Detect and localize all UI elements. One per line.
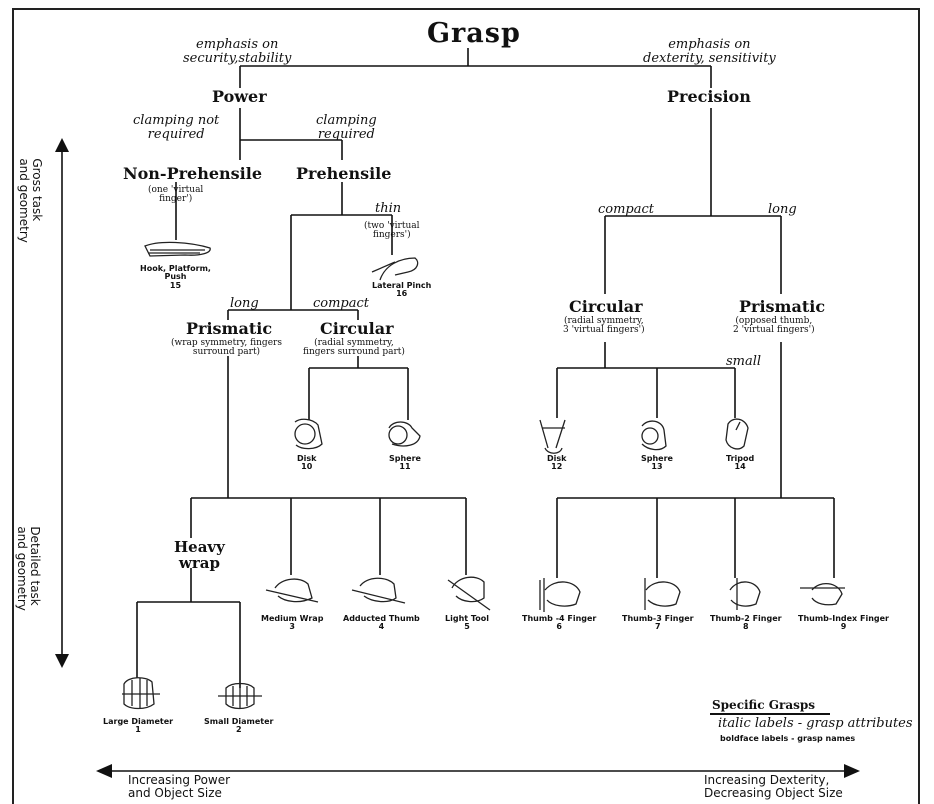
axis-label-power-size: Increasing Power and Object Size (128, 773, 231, 800)
category-non-prehensile: Non-Prehensile (123, 164, 262, 183)
attr-compact-right: compact (598, 202, 655, 217)
hand-medium-wrap-icon (265, 578, 319, 603)
category-prismatic-left: Prismatic (186, 319, 273, 338)
hand-large-diameter-icon (122, 677, 160, 710)
grasp-label-10: Disk 10 (297, 454, 317, 472)
grasp-label-8: Thumb-2 Finger 8 (710, 614, 782, 632)
edge-prismatic-right (556, 342, 835, 578)
edge-heavy-wrap (136, 568, 241, 688)
arrow-right-icon (844, 764, 860, 778)
note-circular-left: (radial symmetry, fingers surround part) (303, 338, 405, 358)
axis-label-detailed: Detailed task and geometry (15, 526, 42, 611)
category-heavy-wrap: Heavy wrap (174, 538, 225, 572)
hand-adducted-thumb-icon (351, 577, 406, 604)
attr-clamping-required: clamping required (316, 113, 377, 142)
grasp-label-11: Sphere 11 (389, 454, 421, 472)
diagram-title: Grasp (427, 18, 521, 49)
grasp-label-6: Thumb -4 Finger 6 (522, 614, 597, 632)
category-prismatic-right: Prismatic (739, 297, 826, 316)
arrow-down-icon (55, 654, 69, 668)
hand-precision-sphere-icon (641, 420, 667, 451)
edge-precision (604, 108, 782, 294)
attr-long-right: long (768, 202, 797, 217)
attr-clamping-not-required: clamping not required (133, 113, 220, 142)
attr-thin: thin (375, 201, 402, 216)
hand-thumb-4-finger-icon (539, 578, 581, 612)
hand-lateral-pinch-icon (371, 257, 419, 281)
category-circular-left: Circular (320, 319, 394, 338)
attr-security: emphasis on security,stability (183, 37, 292, 66)
note-prismatic-right: (opposed thumb, 2 'virtual fingers') (733, 316, 815, 336)
hand-small-diameter-icon (218, 682, 262, 710)
grasp-label-13: Sphere 13 (641, 454, 673, 472)
axis-label-dexterity-size: Increasing Dexterity, Decreasing Object … (704, 773, 843, 800)
edge-root (239, 48, 712, 88)
hand-disk-icon (294, 418, 323, 450)
note-non-prehensile: (one 'virtual finger') (148, 185, 204, 205)
note-prehensile: (two 'virtual fingers') (364, 221, 420, 241)
attr-long-left: long (230, 296, 259, 311)
grasp-label-12: Disk 12 (547, 454, 567, 472)
legend-italic-line: italic labels - grasp attributes (718, 716, 913, 731)
axis-label-gross: Gross task and geometry (17, 158, 44, 243)
category-prehensile: Prehensile (296, 164, 392, 183)
hand-tripod-icon (725, 418, 749, 450)
legend-bold-line: boldface labels - grasp names (720, 734, 856, 743)
grasp-label-2: Small Diameter 2 (204, 717, 274, 735)
arrow-left-icon (96, 764, 112, 778)
hand-thumb-2-finger-icon (729, 578, 761, 610)
hand-hook-icon (144, 241, 211, 257)
hand-light-tool-icon (447, 576, 491, 611)
edge-prismatic-left (190, 356, 467, 575)
edge-long-compact (227, 309, 359, 320)
note-prismatic-left: (wrap symmetry, fingers surround part) (171, 338, 282, 358)
grasp-label-3: Medium Wrap 3 (261, 614, 324, 632)
grasp-label-9: Thumb-Index Finger 9 (798, 614, 889, 632)
grasp-label-14: Tripod 14 (726, 454, 755, 472)
edge-circular-left (308, 356, 409, 420)
grasp-label-1: Large Diameter 1 (103, 717, 174, 735)
edge-prehensile (290, 182, 393, 310)
grasp-label-7: Thumb-3 Finger 7 (622, 614, 694, 632)
category-precision: Precision (667, 87, 751, 106)
attr-small: small (726, 354, 762, 369)
category-power: Power (212, 87, 267, 106)
hand-thumb-3-finger-icon (644, 578, 681, 610)
attr-dexterity: emphasis on dexterity, sensitivity (643, 37, 776, 66)
hand-precision-disk-icon (539, 419, 566, 454)
note-circular-right: (radial symmetry, 3 'virtual fingers') (563, 316, 645, 336)
arrow-up-icon (55, 138, 69, 152)
edge-circular-right (556, 342, 736, 418)
hand-sphere-icon (388, 421, 421, 447)
legend-heading: Specific Grasps (712, 698, 816, 712)
hand-thumb-index-finger-icon (800, 583, 845, 606)
grasp-label-16: Lateral Pinch 16 (372, 281, 432, 299)
diagram-frame (12, 8, 920, 804)
grasp-label-15: Hook, Platform, Push 15 (140, 264, 211, 290)
edge-power (239, 108, 343, 160)
grasp-label-4: Adducted Thumb 4 (343, 614, 420, 632)
attr-compact-left: compact (313, 296, 370, 311)
grasp-label-5: Light Tool 5 (445, 614, 489, 632)
category-circular-right: Circular (569, 297, 643, 316)
